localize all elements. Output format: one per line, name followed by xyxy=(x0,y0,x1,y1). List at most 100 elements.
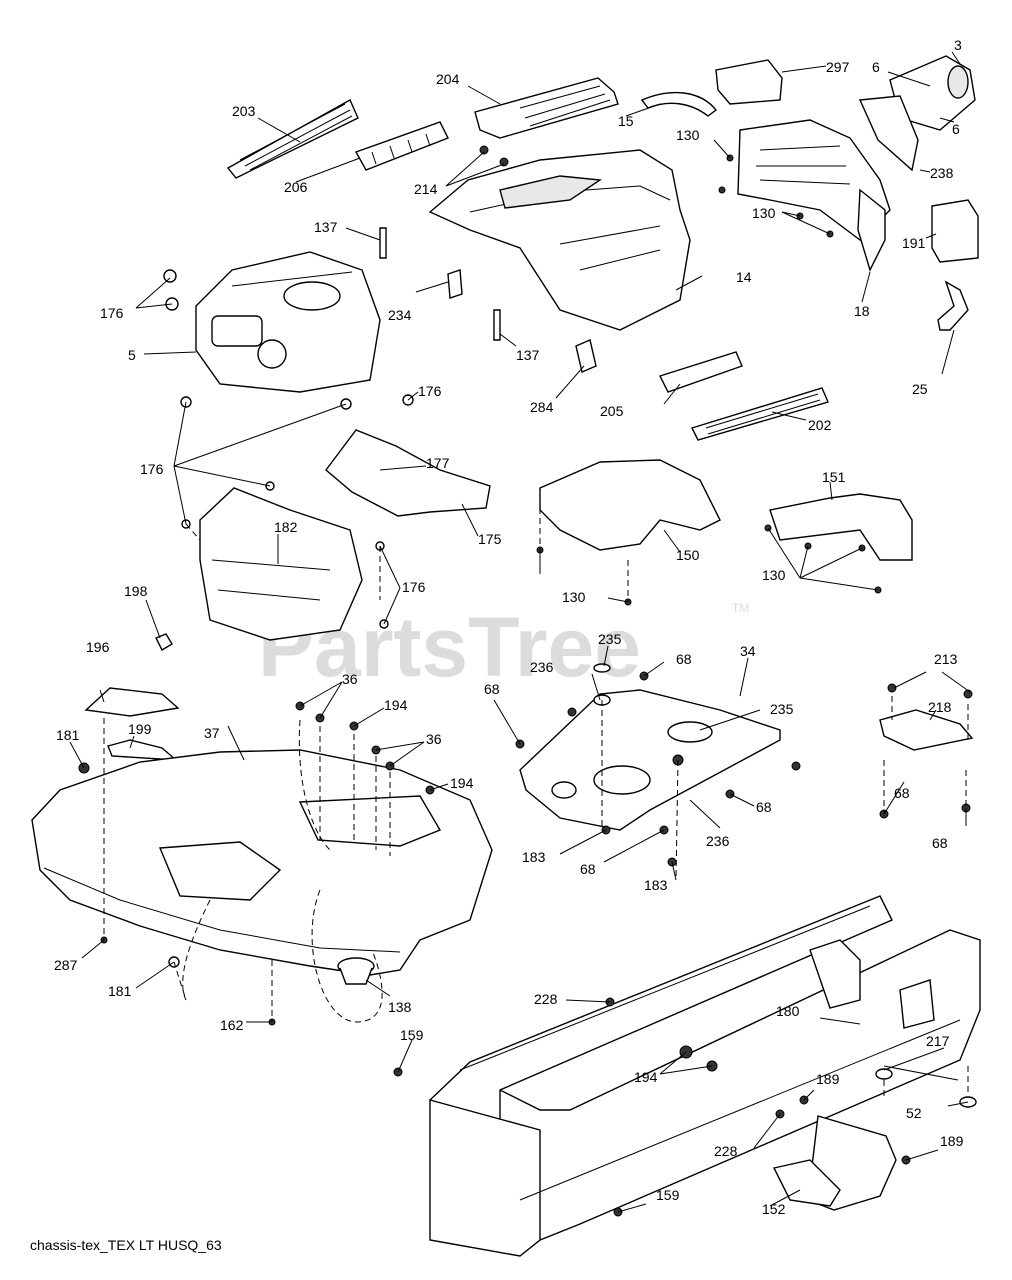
part-150-shroud xyxy=(539,459,721,551)
label-228: 228 xyxy=(714,1143,738,1159)
part-203-grille xyxy=(226,99,359,179)
part-198-clip xyxy=(155,633,173,651)
part-151-bracket xyxy=(769,493,913,561)
part-labels: 3 6 6 297 204 15 203 130 238 206 214 130… xyxy=(54,37,964,1217)
label-206: 206 xyxy=(284,179,308,195)
label-68: 68 xyxy=(932,835,948,851)
label-18: 18 xyxy=(854,303,870,319)
label-205: 205 xyxy=(600,403,624,419)
label-6: 6 xyxy=(952,121,960,137)
label-181: 181 xyxy=(108,983,132,999)
label-152: 152 xyxy=(762,1201,786,1217)
label-284: 284 xyxy=(530,399,554,415)
label-36: 36 xyxy=(426,731,442,747)
label-130: 130 xyxy=(752,205,776,221)
label-177: 177 xyxy=(426,455,450,471)
label-14: 14 xyxy=(736,269,752,285)
label-203: 203 xyxy=(232,103,256,119)
label-202: 202 xyxy=(808,417,832,433)
label-68: 68 xyxy=(580,861,596,877)
part-206-vent xyxy=(354,121,449,171)
label-198: 198 xyxy=(124,583,148,599)
label-176: 176 xyxy=(140,461,164,477)
part-5-dash xyxy=(195,251,381,393)
label-130: 130 xyxy=(676,127,700,143)
part-15-strip xyxy=(640,91,717,117)
part-137-pin-a xyxy=(379,227,387,259)
label-194: 194 xyxy=(384,697,408,713)
label-189: 189 xyxy=(816,1071,840,1087)
part-34-plate xyxy=(519,689,781,831)
label-287: 287 xyxy=(54,957,78,973)
diagram-caption: chassis-tex_TEX LT HUSQ_63 xyxy=(30,1237,222,1253)
label-214: 214 xyxy=(414,181,438,197)
part-284-plate xyxy=(575,339,597,373)
label-159: 159 xyxy=(400,1027,424,1043)
label-182: 182 xyxy=(274,519,298,535)
part-180-frame xyxy=(429,895,981,1257)
label-15: 15 xyxy=(618,113,634,129)
label-235: 235 xyxy=(770,701,794,717)
part-137-pin-b xyxy=(493,309,501,341)
label-236: 236 xyxy=(706,833,730,849)
label-138: 138 xyxy=(388,999,412,1015)
part-152-skid xyxy=(772,1115,897,1211)
dashed-loops xyxy=(103,508,969,1098)
label-183: 183 xyxy=(522,849,546,865)
label-228: 228 xyxy=(534,991,558,1007)
label-162: 162 xyxy=(220,1017,244,1033)
label-5: 5 xyxy=(128,347,136,363)
part-3-headlight xyxy=(858,55,976,172)
part-204-vent xyxy=(474,77,619,139)
label-175: 175 xyxy=(478,531,502,547)
label-151: 151 xyxy=(822,469,846,485)
label-176: 176 xyxy=(418,383,442,399)
label-176: 176 xyxy=(402,579,426,595)
label-52: 52 xyxy=(906,1105,922,1121)
label-199: 199 xyxy=(128,721,152,737)
label-297: 297 xyxy=(826,59,850,75)
label-183: 183 xyxy=(644,877,668,893)
label-204: 204 xyxy=(436,71,460,87)
part-199-plate xyxy=(107,739,179,761)
label-68: 68 xyxy=(756,799,772,815)
part-18-bumper xyxy=(857,188,886,272)
label-150: 150 xyxy=(676,547,700,563)
part-37-fender xyxy=(31,749,493,976)
part-297-cap xyxy=(715,59,783,105)
label-218: 218 xyxy=(928,699,952,715)
label-191: 191 xyxy=(902,235,926,251)
part-202-grille xyxy=(691,387,829,441)
leader-lines xyxy=(69,51,971,1213)
label-194: 194 xyxy=(450,775,474,791)
label-130: 130 xyxy=(762,567,786,583)
label-34: 34 xyxy=(740,643,756,659)
part-182-lower-dash xyxy=(199,487,363,641)
part-25-strip xyxy=(937,280,969,331)
label-213: 213 xyxy=(934,651,958,667)
label-217: 217 xyxy=(926,1033,950,1049)
part-138-cup xyxy=(337,957,375,985)
label-194: 194 xyxy=(634,1069,658,1085)
label-137: 137 xyxy=(314,219,338,235)
part-205-vent xyxy=(659,351,743,393)
label-234: 234 xyxy=(388,307,412,323)
label-235: 235 xyxy=(598,631,622,647)
label-3: 3 xyxy=(954,37,962,53)
label-180: 180 xyxy=(776,1003,800,1019)
part-217-rod xyxy=(883,1065,959,1081)
label-6: 6 xyxy=(872,59,880,75)
label-68: 68 xyxy=(484,681,500,697)
label-68: 68 xyxy=(894,785,910,801)
label-181: 181 xyxy=(56,727,80,743)
label-130: 130 xyxy=(562,589,586,605)
part-196-cover xyxy=(84,687,180,717)
label-37: 37 xyxy=(204,725,220,741)
label-137: 137 xyxy=(516,347,540,363)
label-159: 159 xyxy=(656,1187,680,1203)
watermark-tm: TM xyxy=(732,601,749,615)
label-68: 68 xyxy=(676,651,692,667)
label-189: 189 xyxy=(940,1133,964,1149)
